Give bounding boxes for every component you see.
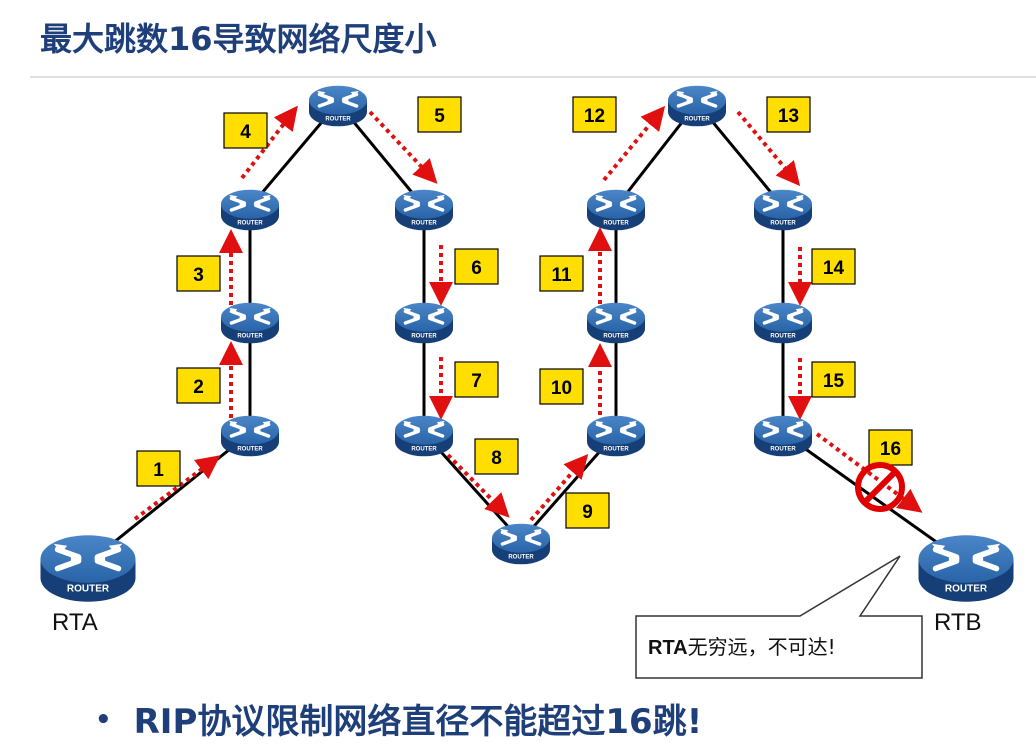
- router-icon: ROUTER: [219, 300, 281, 346]
- title-divider: [30, 76, 1036, 78]
- router-label: ROUTER: [603, 221, 629, 227]
- hop-number: 5: [434, 106, 445, 127]
- hop-number: 7: [471, 371, 482, 392]
- router-layer: ROUTER ROUTER ROUTER ROUTER ROUTER ROUTER ROUT…: [41, 83, 1014, 602]
- rtb-router-icon: ROUTER: [919, 535, 1014, 602]
- hop-label-13: 13: [766, 96, 811, 133]
- hop-number: 10: [551, 378, 572, 399]
- hop-number: 8: [491, 448, 502, 469]
- router-label: ROUTER: [770, 447, 796, 453]
- hop-label-10: 10: [539, 368, 584, 405]
- hop-label-4: 4: [223, 112, 268, 149]
- callout-text: RTA无穷远，不可达!: [648, 622, 920, 672]
- hop-number: 15: [823, 371, 845, 392]
- router-icon: ROUTER: [307, 83, 369, 129]
- rta-router-icon: ROUTER: [41, 535, 136, 602]
- router-label: ROUTER: [603, 334, 629, 340]
- hop-arrow: [602, 105, 666, 182]
- router-icon: ROUTER: [219, 187, 281, 233]
- router-icon: ROUTER: [393, 187, 455, 233]
- hop-number: 6: [471, 258, 482, 279]
- hop-number: 14: [823, 258, 845, 279]
- hop-label-16: 16: [868, 429, 913, 466]
- hop-number: 11: [551, 265, 572, 286]
- router-label: ROUTER: [237, 334, 263, 340]
- hop-label-8: 8: [474, 438, 519, 475]
- router-icon: ROUTER: [585, 413, 647, 459]
- hop-label-11: 11: [539, 255, 584, 292]
- rta-label: RTA: [52, 609, 98, 636]
- hop-number: 4: [240, 122, 251, 143]
- hop-number: 13: [778, 106, 799, 127]
- router-label: ROUTER: [237, 447, 263, 453]
- slide-title: 最大跳数16导致网络尺度小: [40, 20, 437, 58]
- bullet-point: • RIP协议限制网络直径不能超过16跳!: [95, 694, 702, 743]
- bullet-text: RIP协议限制网络直径不能超过16跳!: [133, 702, 703, 742]
- hop-number: 12: [584, 106, 605, 127]
- router-icon: ROUTER: [752, 300, 814, 346]
- hop-label-15: 15: [811, 361, 856, 398]
- router-icon: ROUTER: [490, 521, 552, 567]
- router-label: ROUTER: [237, 221, 263, 227]
- hop-label-12: 12: [572, 96, 617, 133]
- callout-rest: 无穷远，不可达!: [687, 635, 836, 659]
- hop-label-5: 5: [417, 96, 462, 133]
- router-label: ROUTER: [325, 117, 351, 123]
- router-label: ROUTER: [770, 334, 796, 340]
- hop-label-7: 7: [454, 361, 499, 398]
- hop-arrow: [133, 455, 221, 521]
- router-icon: ROUTER: [752, 187, 814, 233]
- router-icon: ROUTER: [666, 83, 728, 129]
- router-icon: ROUTER: [585, 187, 647, 233]
- router-icon: ROUTER: [393, 300, 455, 346]
- hop-arrow-layer: [133, 105, 923, 522]
- router-label: ROUTER: [411, 221, 437, 227]
- hop-number: 3: [193, 265, 204, 286]
- router-label: ROUTER: [411, 447, 437, 453]
- hop-label-2: 2: [176, 367, 221, 404]
- bullet-marker: •: [95, 704, 112, 735]
- hop-number: 9: [582, 502, 593, 523]
- blocked-icon: [855, 462, 905, 512]
- link-layer: [87, 102, 967, 565]
- router-label: ROUTER: [945, 584, 988, 595]
- hop-arrow: [446, 453, 510, 518]
- callout-bubble: [635, 555, 923, 679]
- hop-label-14: 14: [811, 248, 856, 285]
- callout-bold: RTA: [648, 637, 688, 659]
- hop-number: 16: [880, 439, 901, 460]
- hop-label-1: 1: [136, 450, 181, 487]
- hop-arrow: [736, 110, 801, 187]
- router-icon: ROUTER: [219, 413, 281, 459]
- router-label: ROUTER: [603, 447, 629, 453]
- hop-label-9: 9: [565, 492, 610, 529]
- hop-arrow: [368, 110, 438, 184]
- router-label: ROUTER: [770, 221, 796, 227]
- router-icon: ROUTER: [393, 413, 455, 459]
- router-label: ROUTER: [67, 584, 110, 595]
- router-icon: ROUTER: [752, 413, 814, 459]
- hop-arrow: [529, 453, 589, 522]
- hop-number: 1: [153, 460, 164, 481]
- router-icon: ROUTER: [585, 300, 647, 346]
- rtb-label: RTB: [934, 609, 982, 636]
- hop-number: 2: [193, 377, 204, 398]
- hop-label-6: 6: [454, 248, 499, 285]
- router-label: ROUTER: [508, 555, 534, 561]
- router-label: ROUTER: [684, 117, 710, 123]
- hop-label-3: 3: [176, 255, 221, 292]
- router-label: ROUTER: [411, 334, 437, 340]
